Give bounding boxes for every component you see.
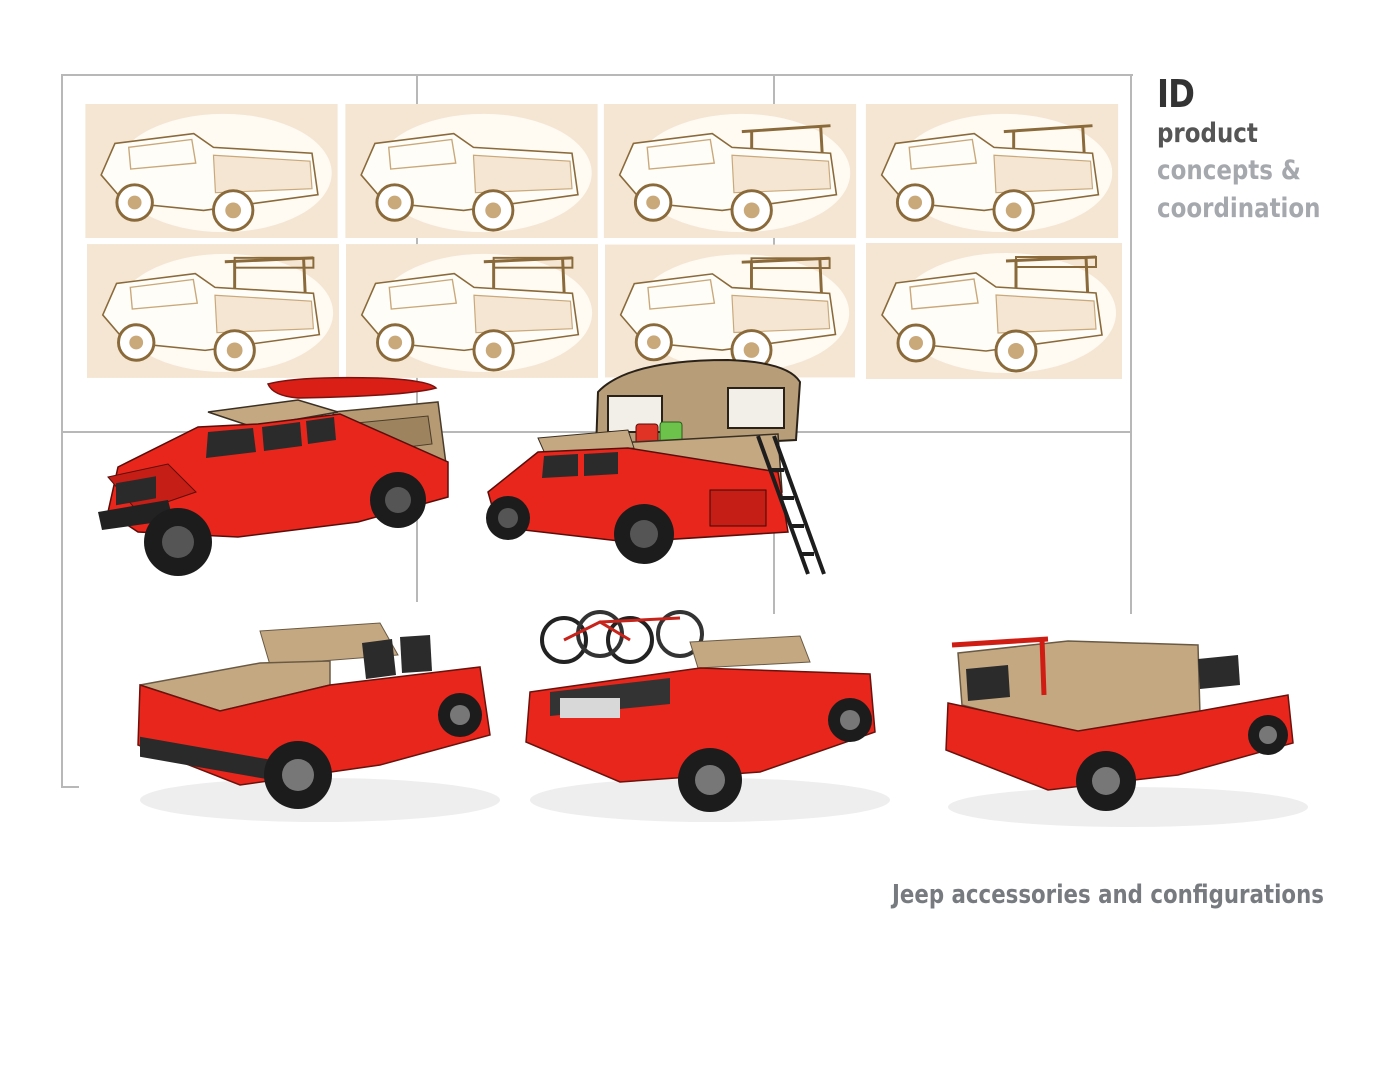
title-product: product [1157,118,1258,149]
concept-sketch-1 [84,104,339,238]
frame-line-bottom-left [61,786,79,788]
concept-sketch-6 [346,243,598,379]
concept-sketch-2 [345,104,598,238]
concept-sketch-3 [602,104,858,238]
jeep-render-rooftop-tent [478,352,838,587]
page-caption: Jeep accessories and configurations [892,880,1324,910]
concept-sketch-8 [866,243,1122,379]
jeep-render-bike-rack [520,610,890,827]
title-coordination: coordination [1157,193,1321,224]
jeep-render-tonneau-cover [130,615,500,825]
frame-line-right [1130,74,1132,614]
title-concepts: concepts & [1157,155,1301,186]
title-id: ID [1157,72,1195,116]
concept-sketch-4 [864,104,1120,238]
frame-line-top [61,74,1133,76]
concept-sketch-5 [87,243,339,379]
jeep-render-cargo-cover [938,635,1308,830]
title-block: ID product concepts & coordination [1157,72,1387,228]
jeep-render-kayak [78,372,458,587]
concept-sketch-7 [605,243,855,379]
